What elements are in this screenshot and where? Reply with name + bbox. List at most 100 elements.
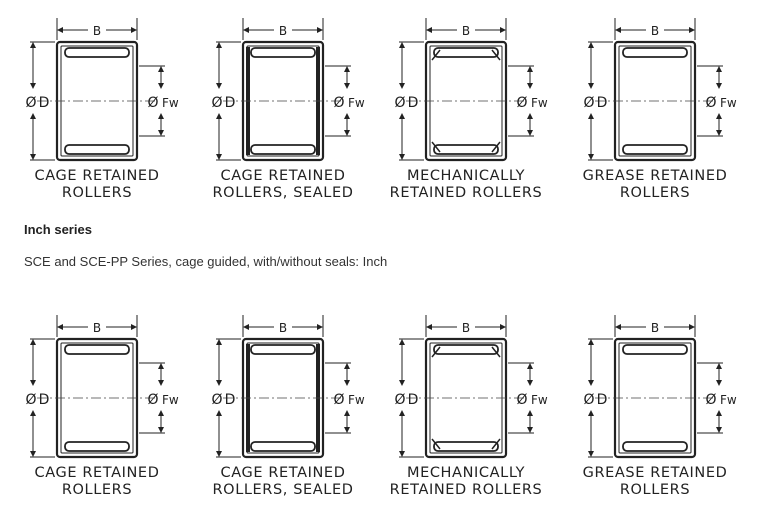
width-label: B	[93, 321, 101, 335]
fw-symbol: Ø	[705, 392, 716, 408]
od-symbol: Ø	[25, 392, 36, 408]
caption-line-1: GREASE RETAINED	[583, 168, 728, 184]
od-dim-lower-arrow-down	[30, 154, 36, 160]
od-dim-upper-arrow-up	[30, 339, 36, 345]
caption-line-1: CAGE RETAINED	[221, 168, 346, 184]
od-letter: D	[39, 392, 50, 408]
fw-dim-upper-arrow-down	[158, 83, 164, 89]
od-dim-lower-arrow-up	[30, 113, 36, 119]
fw-letters: Fw	[720, 393, 737, 407]
fw-dim-lower-arrow-up	[716, 113, 722, 119]
width-label: B	[93, 24, 101, 38]
od-letter: D	[597, 392, 608, 408]
od-dim-upper-arrow-down	[399, 380, 405, 386]
od-dim-upper-arrow-up	[216, 42, 222, 48]
width-label: B	[462, 24, 470, 38]
fw-dim-lower-arrow-down	[716, 130, 722, 136]
roller-bottom	[433, 144, 499, 155]
od-dim-lower-arrow-up	[399, 113, 405, 119]
fw-dim-upper-arrow-up	[527, 363, 533, 369]
fw-dim-upper-arrow-up	[158, 363, 164, 369]
od-dim-upper-arrow-up	[588, 339, 594, 345]
width-label: B	[279, 321, 287, 335]
caption-line-2: ROLLERS	[620, 185, 690, 201]
fw-dim-lower-arrow-down	[158, 427, 164, 433]
roller-top	[433, 344, 499, 355]
roller-top	[64, 47, 130, 58]
width-arrow-right	[500, 27, 506, 33]
caption-line-1: GREASE RETAINED	[583, 465, 728, 481]
od-dim-lower-arrow-down	[30, 451, 36, 457]
od-dim-upper-arrow-up	[399, 339, 405, 345]
roller-bottom	[250, 144, 316, 155]
roller-top	[250, 344, 316, 355]
fw-dim-upper-arrow-down	[158, 380, 164, 386]
roller-bottom	[433, 441, 499, 452]
od-dim-lower-arrow-up	[399, 410, 405, 416]
fw-dim-lower-arrow-down	[527, 130, 533, 136]
fw-letters: Fw	[531, 393, 548, 407]
caption-line-2: ROLLERS, SEALED	[213, 185, 354, 201]
od-symbol: Ø	[394, 392, 405, 408]
width-arrow-right	[689, 27, 695, 33]
roller-bottom	[622, 441, 688, 452]
od-dim-lower-arrow-up	[30, 410, 36, 416]
od-letter: D	[225, 392, 236, 408]
od-dim-lower-arrow-down	[588, 154, 594, 160]
od-dim-lower-arrow-down	[399, 154, 405, 160]
od-dim-lower-arrow-down	[216, 154, 222, 160]
fw-dim-upper-arrow-up	[344, 66, 350, 72]
fw-dim-lower-arrow-up	[344, 410, 350, 416]
fw-letters: Fw	[720, 96, 737, 110]
fw-dim-lower-arrow-up	[527, 410, 533, 416]
fw-dim-lower-arrow-down	[158, 130, 164, 136]
fw-dim-lower-arrow-up	[716, 410, 722, 416]
width-arrow-right	[131, 27, 137, 33]
od-dim-upper-arrow-down	[216, 380, 222, 386]
od-dim-upper-arrow-down	[216, 83, 222, 89]
retaining-lips	[431, 346, 501, 450]
od-dim-upper-arrow-down	[30, 83, 36, 89]
caption-line-1: CAGE RETAINED	[35, 465, 160, 481]
caption-line-2: RETAINED ROLLERS	[390, 482, 543, 498]
fw-dim-lower-arrow-down	[344, 130, 350, 136]
roller-top	[622, 344, 688, 355]
width-label: B	[462, 321, 470, 335]
fw-dim-upper-arrow-down	[344, 380, 350, 386]
section-heading: Inch series	[24, 222, 92, 237]
fw-letters: Fw	[531, 96, 548, 110]
fw-symbol: Ø	[147, 95, 158, 111]
fw-symbol: Ø	[147, 392, 158, 408]
od-letter: D	[39, 95, 50, 111]
fw-symbol: Ø	[516, 392, 527, 408]
od-dim-lower-arrow-up	[588, 113, 594, 119]
od-symbol: Ø	[583, 95, 594, 111]
fw-dim-lower-arrow-down	[344, 427, 350, 433]
od-symbol: Ø	[583, 392, 594, 408]
od-symbol: Ø	[211, 392, 222, 408]
fw-dim-lower-arrow-down	[716, 427, 722, 433]
fw-dim-lower-arrow-up	[527, 113, 533, 119]
width-arrow-left	[57, 27, 63, 33]
od-symbol: Ø	[211, 95, 222, 111]
od-symbol: Ø	[394, 95, 405, 111]
width-arrow-left	[426, 324, 432, 330]
roller-top	[250, 47, 316, 58]
caption-line-1: MECHANICALLY	[407, 168, 525, 184]
width-label: B	[651, 24, 659, 38]
fw-dim-lower-arrow-down	[527, 427, 533, 433]
width-arrow-left	[57, 324, 63, 330]
od-letter: D	[408, 95, 419, 111]
fw-dim-upper-arrow-down	[527, 380, 533, 386]
width-arrow-right	[500, 324, 506, 330]
caption-line-1: CAGE RETAINED	[221, 465, 346, 481]
fw-dim-upper-arrow-up	[716, 363, 722, 369]
od-letter: D	[597, 95, 608, 111]
fw-dim-upper-arrow-down	[716, 380, 722, 386]
